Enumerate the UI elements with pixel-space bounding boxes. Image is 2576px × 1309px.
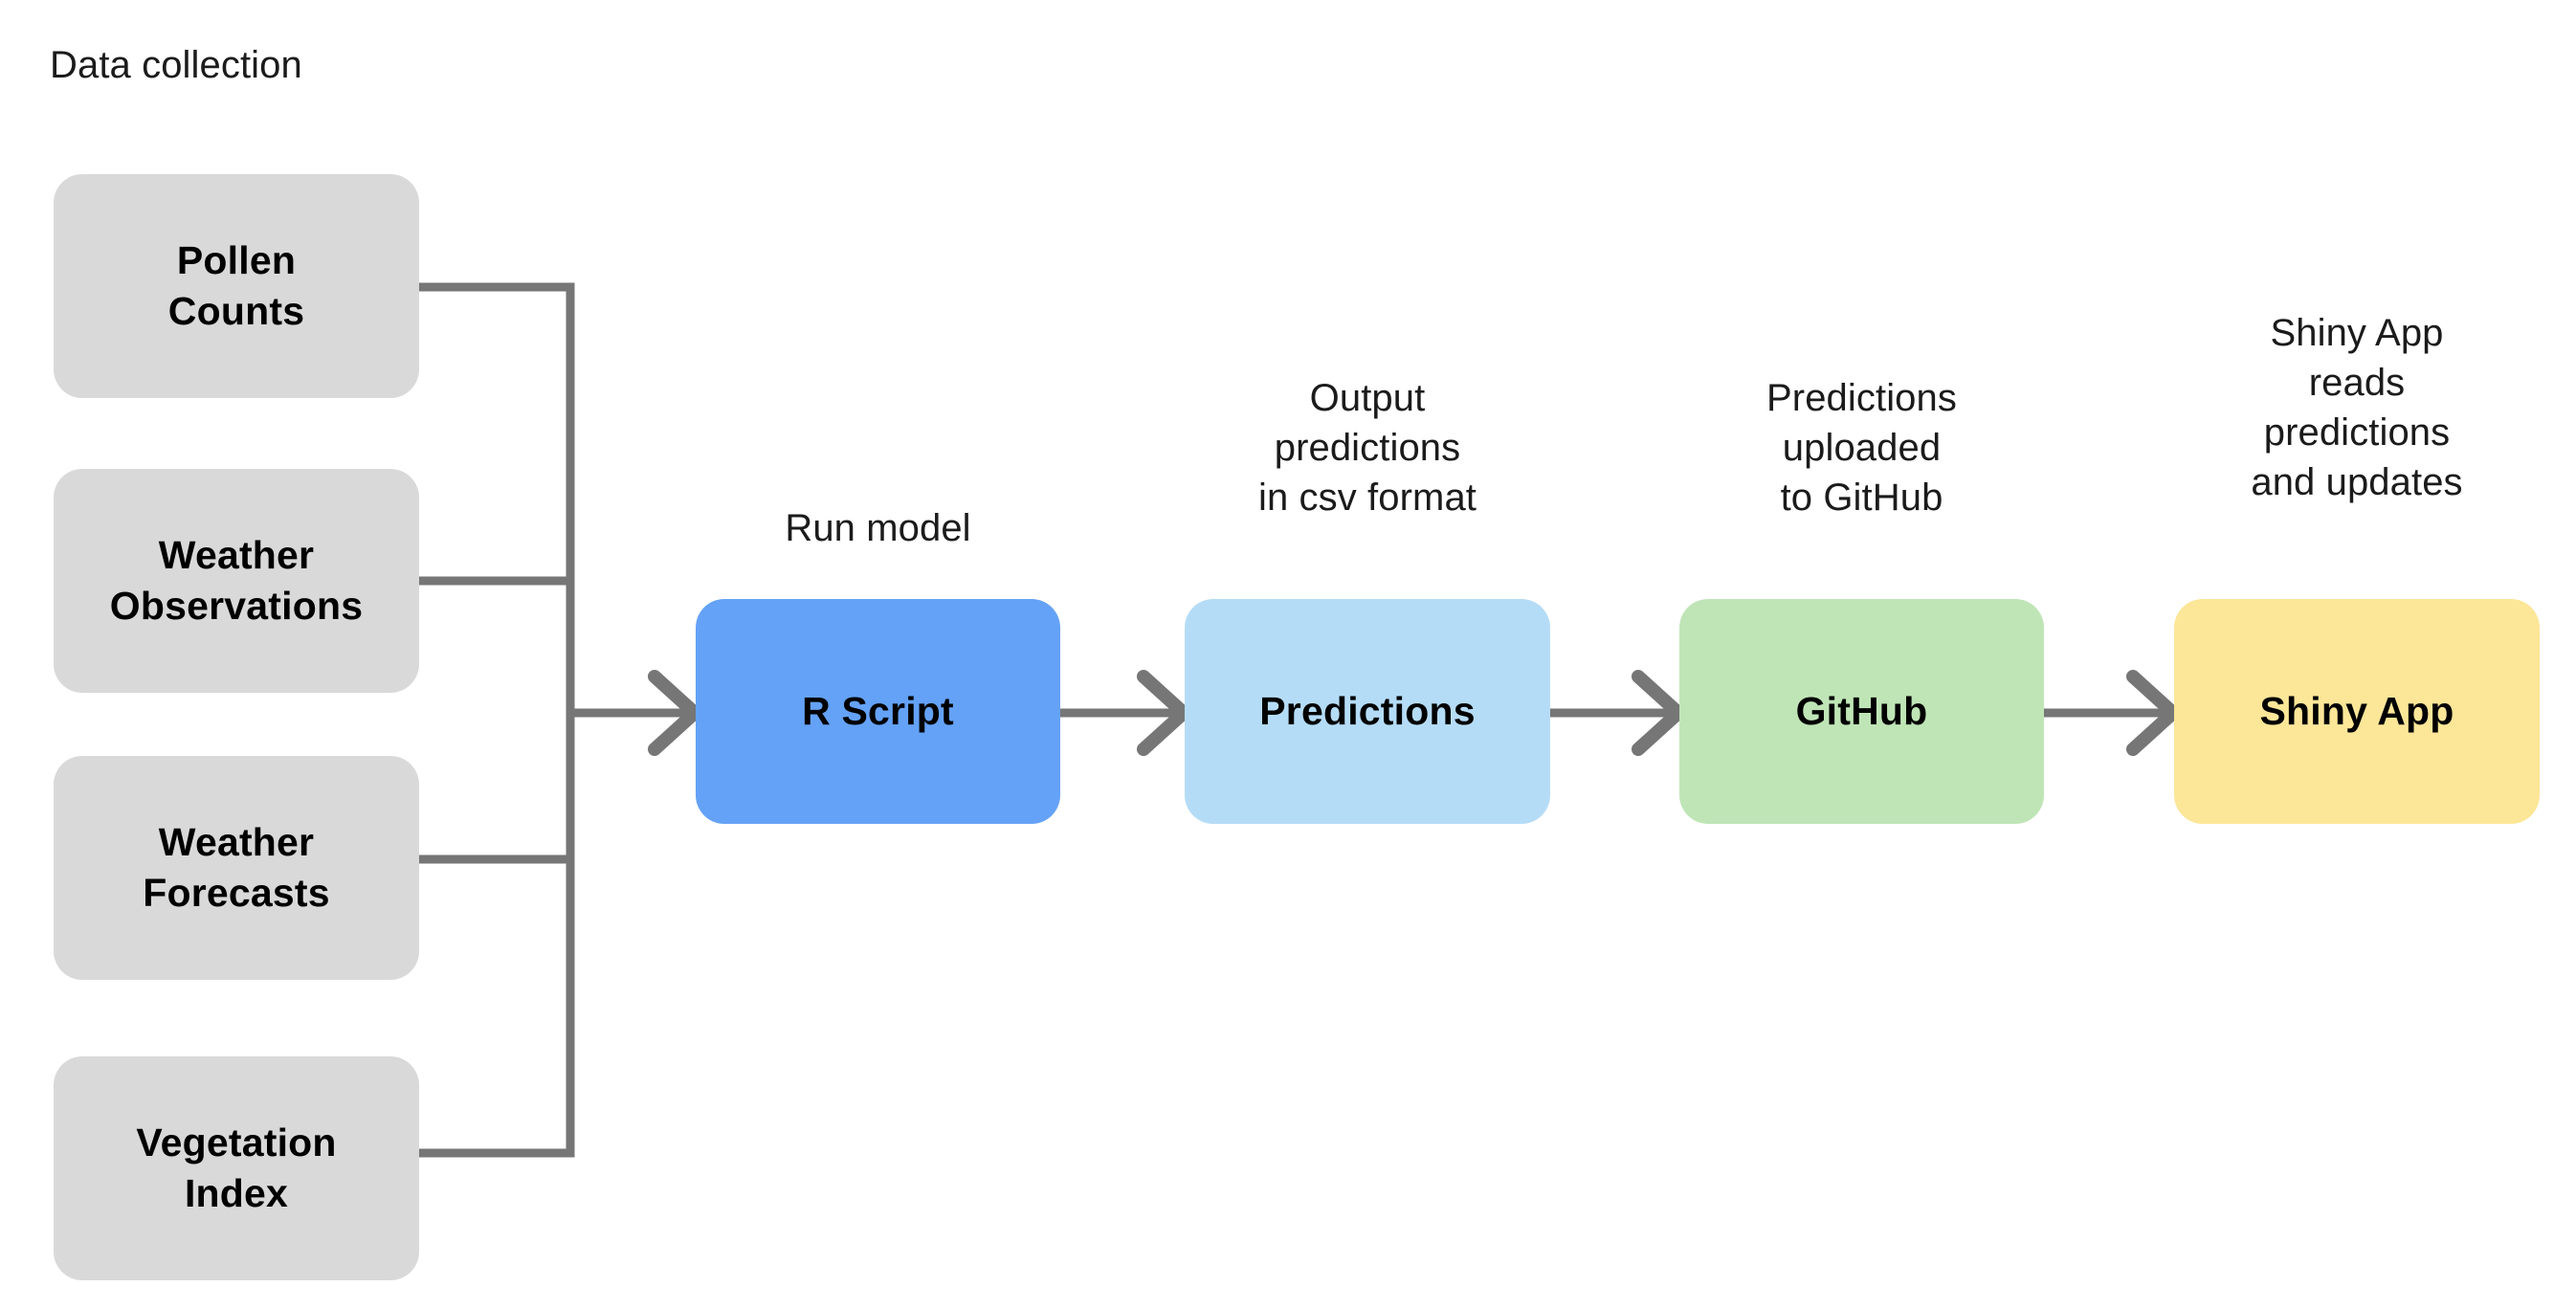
arrow-predictions-to-github-head bbox=[1632, 670, 1689, 756]
node-vegetation-index-label: Vegetation Index bbox=[136, 1120, 337, 1215]
node-github[interactable]: GitHub bbox=[1679, 599, 2044, 824]
caption-run-model: Run model bbox=[785, 507, 971, 549]
arrow-sources-to-rscript-head bbox=[648, 670, 705, 756]
node-r-script[interactable]: R Script bbox=[696, 599, 1060, 824]
node-predictions[interactable]: Predictions bbox=[1185, 599, 1550, 824]
node-github-label: GitHub bbox=[1795, 688, 1928, 733]
node-weather-observations[interactable]: Weather Observations bbox=[54, 469, 419, 693]
node-weather-forecasts-label: Weather Forecasts bbox=[143, 819, 330, 915]
node-vegetation-index[interactable]: Vegetation Index bbox=[54, 1056, 419, 1280]
caption-shiny-app-reads: Shiny App reads predictions and updates bbox=[2251, 312, 2463, 503]
caption-predictions-uploaded: Predictions uploaded to GitHub bbox=[1766, 377, 1957, 519]
caption-data-collection: Data collection bbox=[50, 44, 302, 86]
node-r-script-label: R Script bbox=[802, 688, 954, 733]
node-weather-forecasts[interactable]: Weather Forecasts bbox=[54, 756, 419, 980]
node-predictions-label: Predictions bbox=[1259, 688, 1476, 733]
caption-output-predictions: Output predictions in csv format bbox=[1257, 377, 1477, 519]
node-pollen-counts[interactable]: Pollen Counts bbox=[54, 174, 419, 398]
node-shiny-app-label: Shiny App bbox=[2259, 688, 2454, 733]
node-pollen-counts-label: Pollen Counts bbox=[167, 237, 305, 333]
arrow-github-to-shinyapp-head bbox=[2126, 670, 2184, 756]
node-shiny-app[interactable]: Shiny App bbox=[2174, 599, 2540, 824]
arrow-rscript-to-predictions-head bbox=[1137, 670, 1194, 756]
node-weather-observations-label: Weather Observations bbox=[109, 532, 364, 628]
